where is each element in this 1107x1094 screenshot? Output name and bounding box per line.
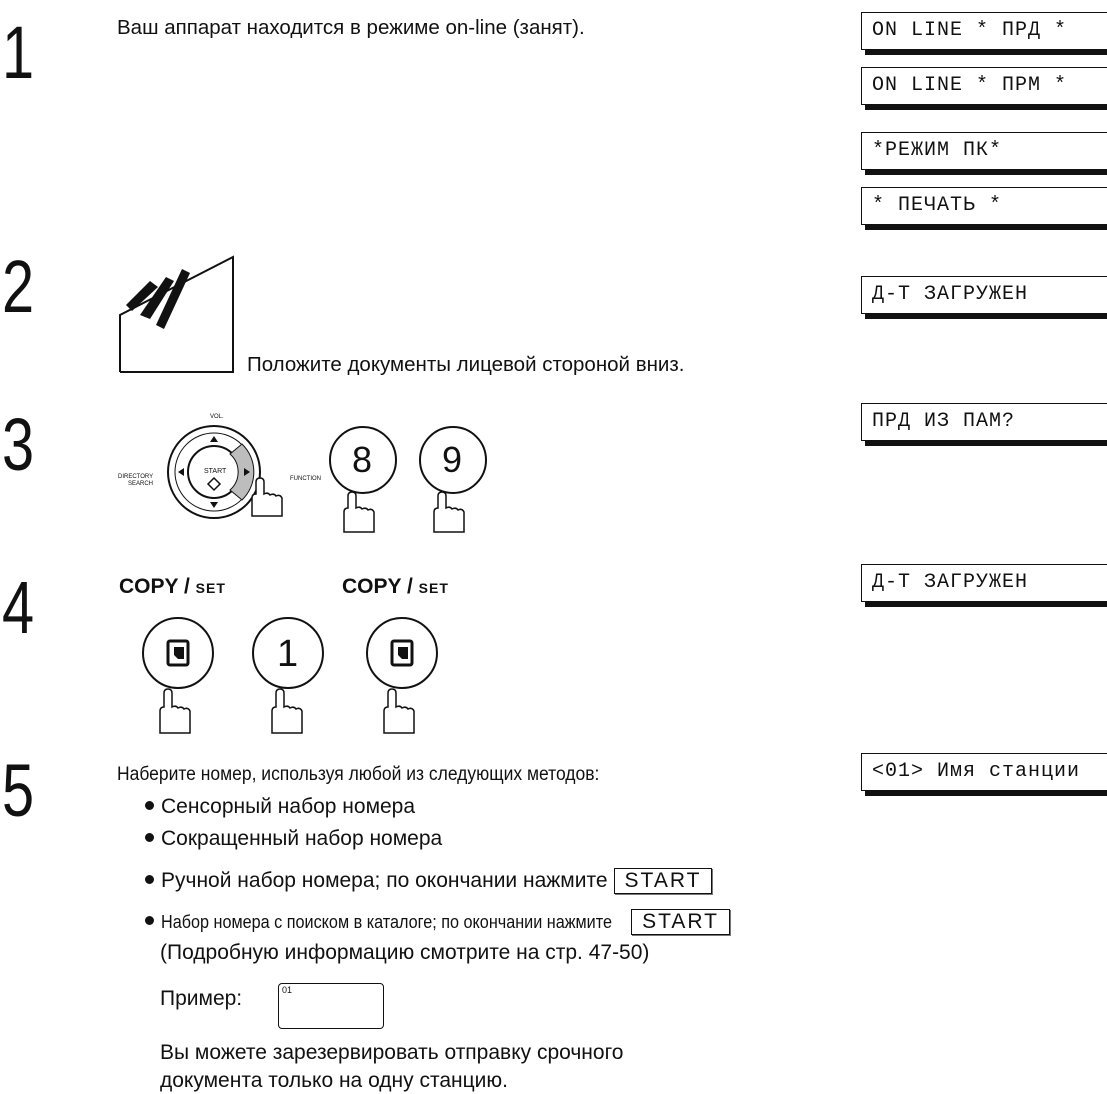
note-line-1: Вы можете зарезервировать отправку срочн… (160, 1041, 624, 1064)
bullet-manual: Ручной набор номера; по окончании нажмит… (145, 868, 713, 894)
page-reference: (Подробную информацию смотрите на стр. 4… (160, 941, 650, 964)
search-label: SEARCH (128, 481, 154, 487)
step1-text: Ваш аппарат находится в режиме on-line (… (117, 16, 585, 39)
copy-set-label-2: COPY / SET (342, 575, 449, 598)
copy-set-button-1[interactable] (140, 617, 220, 737)
document-feeder-icon (119, 255, 234, 373)
control-panel-navigation-icon (167, 425, 261, 519)
note-line-2: документа только на одну станцию. (160, 1069, 508, 1092)
step-number-1: 1 (2, 11, 35, 94)
copy-label: COPY (342, 575, 402, 598)
bullet-dot (145, 874, 154, 884)
hand-pointer-icon (251, 477, 283, 517)
lcd-display-receive: ON LINE * ПРМ * (861, 67, 1107, 105)
lcd-display-print: * ПЕЧАТЬ * (861, 187, 1107, 225)
lcd-display-send: ON LINE * ПРД * (861, 12, 1107, 50)
step5-intro: Наберите номер, используя любой из следу… (117, 764, 600, 785)
set-label: SET (418, 580, 449, 596)
key-1-button[interactable] (252, 617, 332, 737)
key-9-button[interactable] (419, 424, 490, 534)
bullet-dot (145, 832, 154, 842)
key-8-label: 8 (352, 439, 373, 480)
key-1-label: 1 (277, 633, 299, 675)
bullet-dot (145, 800, 154, 810)
bullet-directory-search: Набор номера с поиском в каталоге; по ок… (145, 909, 730, 935)
bullet-text: Сенсорный набор номера (161, 795, 416, 818)
step-number-4: 4 (2, 566, 35, 649)
lcd-display-send-from-memory: ПРД ИЗ ПАМ? (861, 403, 1107, 441)
step-number-5: 5 (2, 749, 35, 832)
directory-label: DIRECTORY (118, 474, 154, 480)
bullet-text: Набор номера с поиском в каталоге; по ок… (161, 912, 612, 932)
start-key[interactable]: START (613, 868, 713, 894)
start-key[interactable]: START (631, 909, 730, 935)
step-number-3: 3 (2, 403, 35, 486)
bullet-text: Сокращенный набор номера (161, 827, 443, 850)
key-8-button[interactable] (329, 424, 400, 534)
set-label: SET (195, 580, 226, 596)
step2-text: Положите документы лицевой стороной вниз… (247, 353, 685, 376)
copy-set-label-1: COPY / SET (119, 575, 226, 598)
lcd-display-station-name: <01> Имя станции (861, 753, 1107, 791)
lcd-display-pc-mode: *РЕЖИМ ПК* (861, 132, 1107, 170)
function-label: FUNCTION (290, 476, 321, 482)
bullet-text: Ручной набор номера; по окончании нажмит… (161, 869, 608, 892)
example-key-box: 01 (278, 983, 384, 1029)
start-label: START (204, 468, 227, 475)
example-label: Пример: (160, 987, 243, 1010)
lcd-display-doc-loaded: Д-Т ЗАГРУЖЕН (861, 276, 1107, 314)
bullet-one-touch: Сенсорный набор номера (145, 794, 415, 819)
copy-set-button-2[interactable] (364, 617, 444, 737)
copy-label: COPY (119, 575, 179, 598)
bullet-abbreviated: Сокращенный набор номера (145, 826, 442, 851)
example-key-number: 01 (282, 985, 293, 995)
step-number-2: 2 (2, 245, 35, 328)
lcd-display-doc-loaded-2: Д-Т ЗАГРУЖЕН (861, 564, 1107, 602)
bullet-dot (145, 915, 154, 925)
key-9-label: 9 (442, 439, 463, 480)
vol-label: VOL. (210, 414, 224, 420)
